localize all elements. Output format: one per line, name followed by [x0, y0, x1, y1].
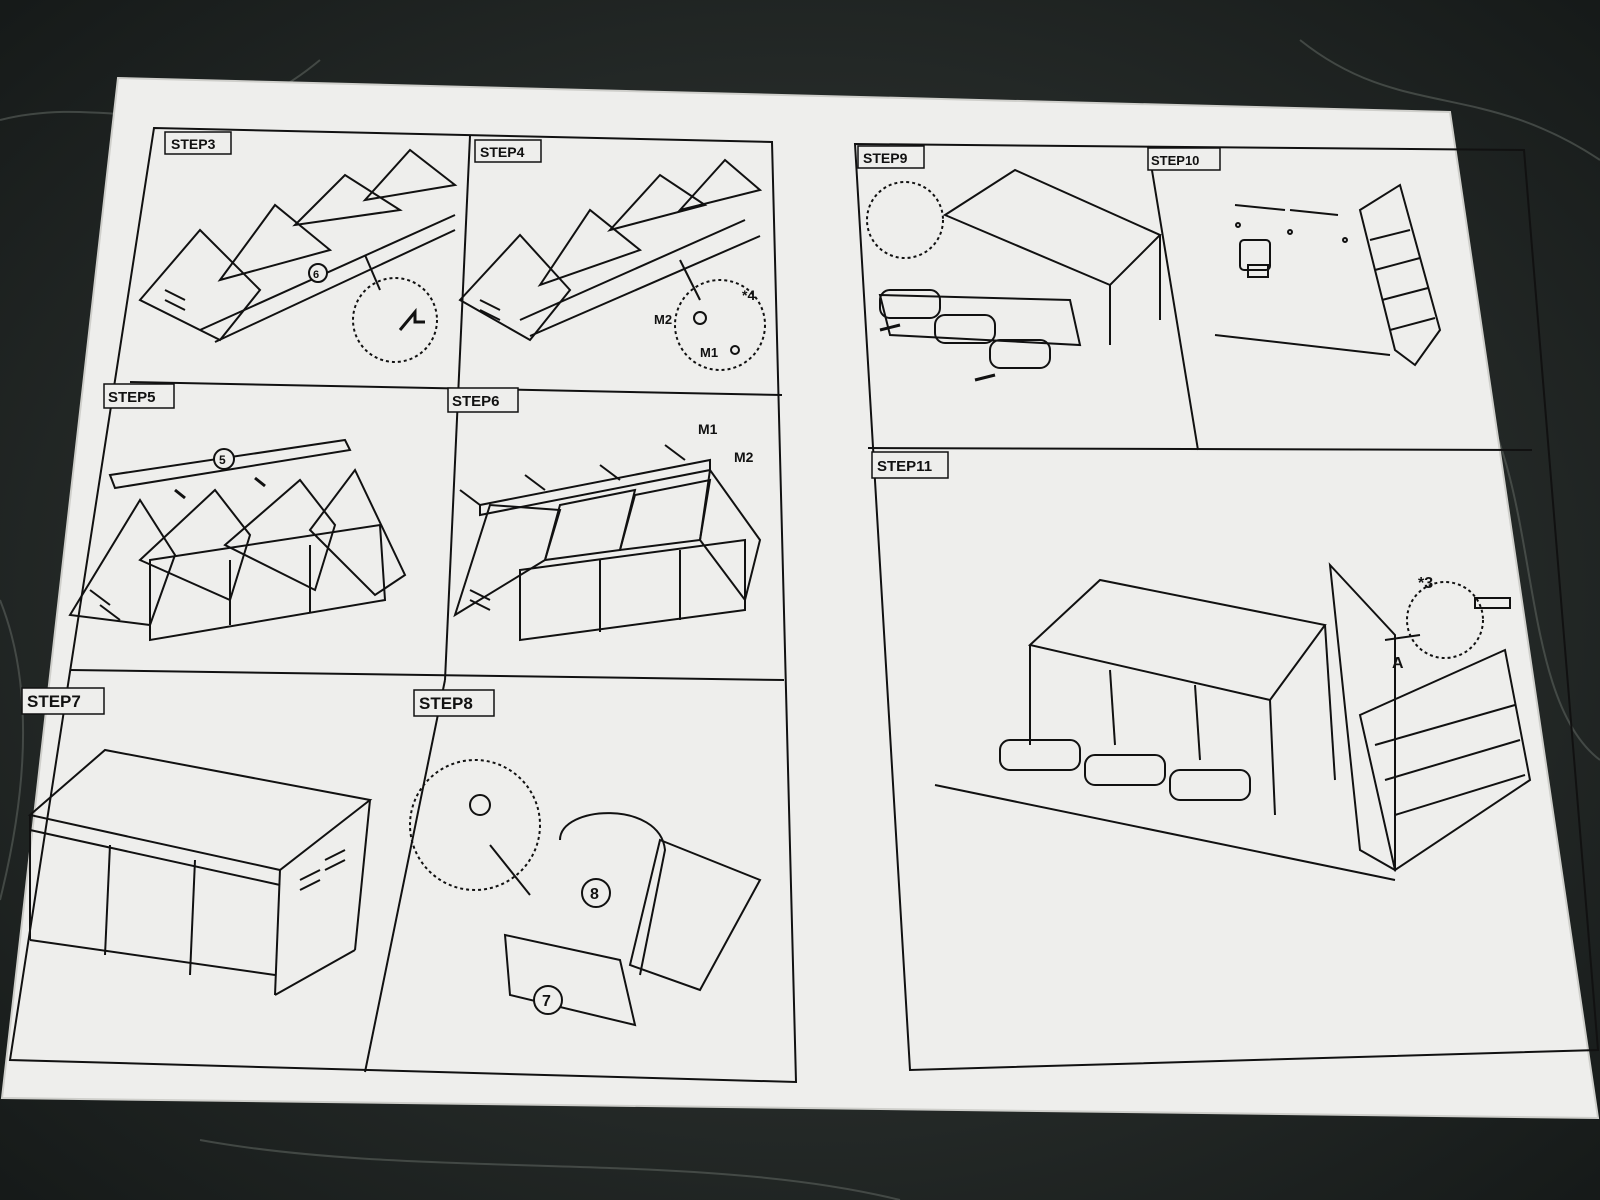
svg-text:STEP10: STEP10: [1151, 153, 1199, 168]
part-8-callout: 8: [590, 886, 599, 903]
svg-text:STEP3: STEP3: [171, 136, 216, 152]
step3-label: STEP3: [164, 131, 232, 155]
qty-4-callout: *4: [742, 287, 755, 303]
step9-diagram: [866, 168, 1162, 382]
step7-diagram: [27, 748, 373, 996]
step4-diagram: [458, 158, 766, 371]
qty-3-callout: *3: [1418, 575, 1433, 592]
step6-diagram: [453, 444, 762, 642]
step8-label: STEP8: [413, 689, 495, 717]
step7-label: STEP7: [21, 687, 105, 715]
m2-callout-step6: M2: [734, 449, 754, 465]
svg-text:STEP8: STEP8: [419, 694, 473, 713]
step9-label: STEP9: [857, 145, 925, 169]
step6-label: STEP6: [447, 387, 519, 413]
step10-diagram: [1214, 183, 1442, 367]
part-6-callout: 6: [313, 269, 319, 281]
part-7-callout: 7: [542, 993, 551, 1010]
step11-diagram: [934, 562, 1532, 881]
svg-text:STEP11: STEP11: [877, 458, 932, 475]
step10-label: STEP10: [1147, 147, 1221, 171]
step4-label: STEP4: [474, 139, 542, 163]
m1-callout-step6: M1: [698, 421, 718, 437]
step11-label: STEP11: [871, 451, 949, 479]
right-page-frame: [853, 142, 1600, 1072]
step3-diagram: [138, 148, 458, 363]
m2-callout-step4: M2: [654, 312, 672, 327]
step5-diagram: [68, 438, 407, 642]
svg-text:STEP6: STEP6: [452, 393, 500, 410]
svg-text:STEP4: STEP4: [480, 144, 525, 160]
step8-diagram: [409, 759, 762, 1027]
svg-text:STEP9: STEP9: [863, 150, 908, 166]
paper-sheet: [0, 76, 1600, 1120]
left-page-frame: [8, 126, 798, 1084]
step5-label: STEP5: [103, 383, 175, 409]
anchor-a-callout: A: [1392, 655, 1404, 672]
m1-callout-step4: M1: [700, 345, 718, 360]
svg-text:STEP5: STEP5: [108, 389, 156, 406]
part-5-callout: 5: [219, 453, 226, 467]
svg-text:STEP7: STEP7: [27, 692, 81, 711]
